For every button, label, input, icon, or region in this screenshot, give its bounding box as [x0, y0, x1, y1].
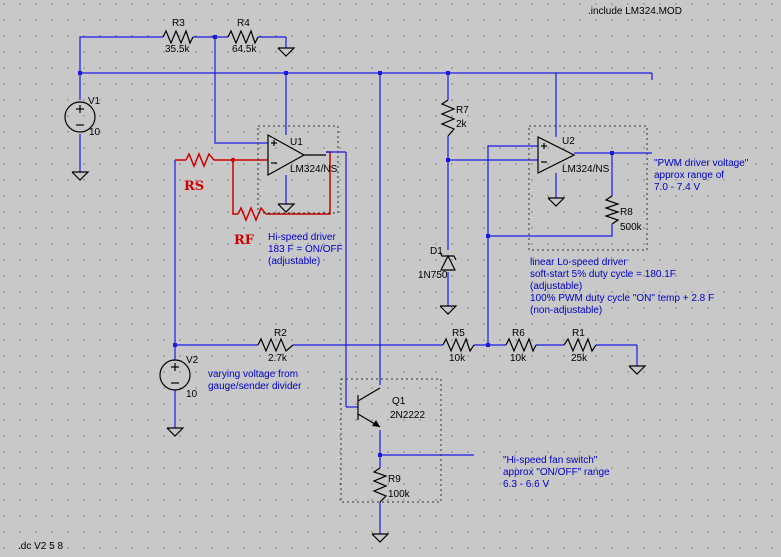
r2-value: 2.7k [268, 353, 288, 364]
r2-name: R2 [274, 328, 287, 339]
zener-diode-d1 [439, 251, 457, 271]
r5-name: R5 [452, 328, 465, 339]
u1-box [257, 125, 339, 214]
opamp-u2 [537, 136, 576, 174]
hi-speed-note: Hi-speed driver 183 F = ON/OFF (adjustab… [268, 232, 346, 267]
opamp-u1 [267, 133, 346, 177]
r8-name: R8 [620, 207, 633, 218]
v1-name: V1 [88, 96, 101, 107]
resistor-r7 [440, 99, 456, 137]
junctions [78, 35, 614, 457]
r7-name: R7 [456, 105, 469, 116]
r4-value: 64.5k [232, 44, 257, 55]
r3-value: 35.5k [165, 44, 190, 55]
q1-box [340, 378, 442, 503]
resistor-r9 [372, 467, 388, 503]
r5-value: 10k [449, 353, 466, 364]
rs-marker: RS [184, 179, 204, 194]
r7-value: 2k [456, 119, 468, 130]
rf-marker: RF [234, 233, 255, 248]
r1-value: 25k [571, 353, 588, 364]
ground-symbols [71, 47, 647, 543]
q1-name: Q1 [392, 396, 406, 407]
u1-name: U1 [290, 137, 303, 148]
d1-name: D1 [430, 246, 443, 257]
voltage-source-v2 [159, 359, 191, 391]
resistor-r2 [257, 337, 294, 353]
resistor-r3 [162, 29, 194, 45]
v2-value: 10 [186, 389, 198, 400]
resistor-r8 [604, 195, 620, 225]
voltage-source-v1 [64, 101, 96, 133]
lo-speed-note: linear Lo-speed driver soft-start 5% dut… [530, 257, 717, 316]
resistor-r5 [442, 337, 475, 353]
pwm-note: "PWM driver voltage" approx range of 7.0… [654, 158, 751, 193]
resistor-r6 [505, 337, 537, 353]
r9-value: 100k [388, 489, 411, 500]
u1-value: LM324/NS [290, 164, 338, 175]
q1-value: 2N2222 [390, 410, 425, 421]
u2-name: U2 [562, 136, 575, 147]
r4-name: R4 [237, 18, 250, 29]
u2-box [528, 125, 648, 251]
v2-name: V2 [186, 355, 199, 366]
r6-value: 10k [510, 353, 527, 364]
r1-name: R1 [572, 328, 585, 339]
d1-value: 1N750 [418, 270, 448, 281]
fan-switch-note: "Hi-speed fan switch" approx "ON/OFF" ra… [503, 455, 612, 490]
resistor-r4 [227, 29, 259, 45]
u2-value: LM324/NS [562, 164, 610, 175]
r6-name: R6 [512, 328, 525, 339]
transistor-q1 [357, 387, 381, 428]
resistor-r1 [563, 337, 597, 353]
v1-value: 10 [89, 127, 101, 138]
r3-name: R3 [172, 18, 185, 29]
r8-value: 500k [620, 222, 643, 233]
varying-voltage-note: varying voltage from gauge/sender divide… [208, 369, 302, 392]
include-directive: .include LM324.MOD [588, 6, 682, 17]
r9-name: R9 [388, 474, 401, 485]
dc-directive: .dc V2 5 8 [18, 541, 63, 552]
